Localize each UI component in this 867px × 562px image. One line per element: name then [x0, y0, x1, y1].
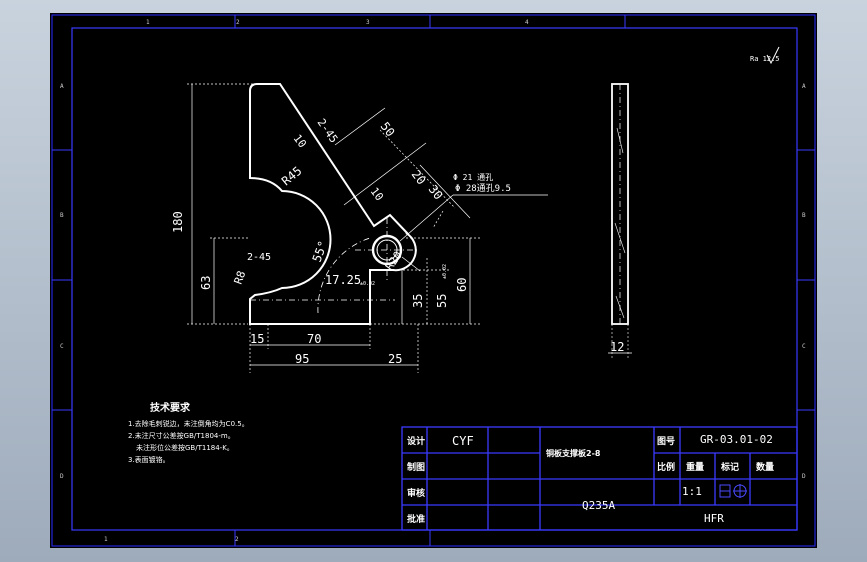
company-name: HFR	[704, 512, 724, 525]
label-scale: 比例	[657, 461, 675, 473]
label-draw: 制图	[407, 461, 425, 473]
dim-10b: 10	[368, 185, 386, 203]
label-design: 设计	[407, 435, 425, 447]
label-check: 审核	[407, 487, 425, 499]
hole-note-2: Φ 28通孔9.5	[455, 183, 511, 194]
center-lines	[250, 218, 418, 314]
dim-30: 30	[426, 182, 446, 202]
frame-letter: B	[802, 212, 806, 219]
frame-number: 3	[366, 19, 370, 26]
technical-notes: 技术要求 1.去除毛刺锐边，未注倒角均为C0.5。 2.未注尺寸公差按GB/T1…	[128, 401, 249, 464]
frame-letter: C	[802, 343, 806, 350]
frame-letter: D	[60, 473, 64, 480]
hole-note-1: Φ 21 通孔	[453, 172, 493, 182]
scale-value: 1:1	[682, 485, 702, 498]
frame-number: 2	[235, 536, 239, 543]
designer-name: CYF	[452, 434, 474, 448]
frame-number: 1	[146, 19, 150, 26]
frame-letter: A	[802, 83, 806, 90]
dim-60: 60	[455, 278, 469, 292]
dim-35: 35	[411, 294, 425, 308]
frame-letter: C	[60, 343, 64, 350]
title-block: 设计 制图 审核 批准 图号 比例 重量 标记 数量 铜板支撑板2-8 CYF …	[401, 426, 798, 531]
dim-chamfer-bottom: 2-45	[247, 252, 271, 263]
label-weight: 重量	[686, 461, 704, 473]
label-qty: 数量	[756, 461, 774, 473]
dim-17-25: 17.25	[325, 273, 361, 287]
dim-r45: R45	[279, 164, 305, 189]
frame-number: 1	[104, 536, 108, 543]
zone-ticks	[52, 15, 815, 546]
dim-70: 70	[307, 332, 321, 346]
dim-95: 95	[295, 352, 309, 366]
front-view	[249, 83, 417, 325]
dim-12: 12	[610, 340, 624, 354]
frame-number: 4	[525, 19, 529, 26]
roughness-value: Ra 12.5	[750, 55, 780, 63]
frame-number: 2	[236, 19, 240, 26]
notes-line: 未注形位公差按GB/T1184-K。	[136, 443, 234, 452]
cad-drawing: 1 2 3 4 1 2 A B C D A B C D Ra 12.5	[51, 14, 816, 547]
frame-letter: D	[802, 473, 806, 480]
surface-roughness-symbol: Ra 12.5	[750, 46, 780, 65]
dim-63: 63	[199, 276, 213, 290]
notes-line: 3.表面镀铬。	[128, 455, 170, 464]
label-drawing-no: 图号	[657, 436, 675, 447]
dim-15: 15	[250, 332, 264, 346]
dim-tol-1: ±0.02	[360, 281, 375, 287]
dim-10a: 10	[291, 132, 309, 150]
material: Q235A	[582, 499, 615, 512]
frame-letter: B	[60, 212, 64, 219]
dim-180: 180	[171, 211, 185, 233]
dim-angle: 55°	[310, 239, 331, 264]
inner-frame	[71, 27, 798, 531]
dimension-lines	[187, 83, 548, 373]
dim-25: 25	[388, 352, 402, 366]
side-view	[608, 83, 632, 358]
frame-letter: A	[60, 83, 64, 90]
part-name: 铜板支撑板2-8	[546, 448, 601, 458]
notes-line: 1.去除毛刺锐边，未注倒角均为C0.5。	[128, 419, 249, 428]
notes-title: 技术要求	[150, 401, 191, 414]
projection-symbol-icon	[719, 484, 747, 498]
drawing-sheet: 1 2 3 4 1 2 A B C D A B C D Ra 12.5	[50, 13, 817, 548]
dim-tol-2: ±0.02	[442, 264, 448, 279]
dim-50: 50	[378, 119, 398, 139]
label-mark: 标记	[720, 461, 739, 473]
drawing-number: GR-03.01-02	[700, 433, 773, 446]
dim-55: 55	[435, 294, 449, 308]
part-outline	[249, 83, 417, 325]
label-approve: 批准	[407, 513, 425, 525]
dim-20: 20	[409, 167, 429, 187]
notes-line: 2.未注尺寸公差按GB/T1804-m。	[128, 431, 235, 440]
dim-r8: R8	[232, 269, 249, 286]
